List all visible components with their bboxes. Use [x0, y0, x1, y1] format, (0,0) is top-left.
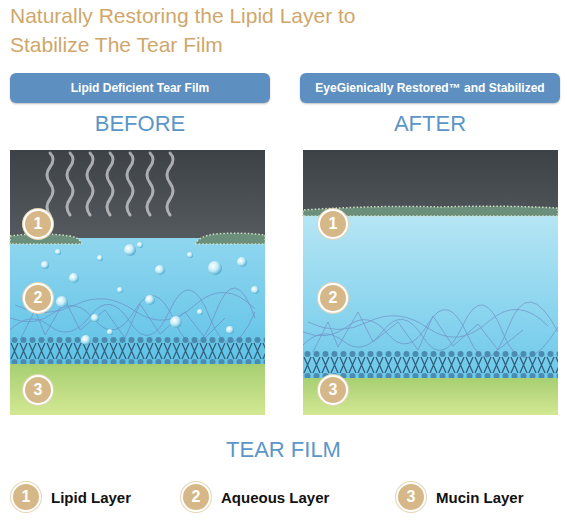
after-panel [303, 150, 558, 415]
key-circle: 2Aqueous Layer [181, 482, 211, 512]
layer-name: Lipid Layer [51, 489, 131, 507]
panel-heading: AFTER [300, 111, 560, 137]
callout-circle: 2 [318, 283, 348, 313]
header-band: EyeGienically Restored™ and Stabilized [300, 73, 560, 103]
header-band: Lipid Deficient Tear Film [10, 73, 270, 103]
callout-circle: 2 [23, 283, 53, 313]
diagram-title: Naturally Restoring the Lipid Layer to S… [10, 1, 420, 59]
callout-number: 1 [329, 216, 338, 232]
band-text: Lipid Deficient Tear Film [71, 81, 209, 95]
callout-number: 2 [329, 290, 338, 306]
air-region [303, 150, 558, 415]
layer-name: Aqueous Layer [221, 489, 329, 507]
callout-number: 1 [34, 216, 43, 232]
mucin-membrane [10, 336, 265, 366]
aqueous-region [303, 214, 558, 380]
panel-heading: BEFORE [10, 111, 270, 137]
callout-number: 3 [329, 382, 338, 398]
callout-number: 3 [34, 382, 43, 398]
before-panel [10, 150, 265, 415]
callout-circle: 3 [23, 375, 53, 405]
callout-circle: 3 [318, 375, 348, 405]
mucin-membrane [303, 350, 558, 380]
tear-bubbles [41, 242, 259, 345]
section-heading: TEAR FILM [0, 437, 567, 463]
callout-number: 2 [34, 290, 43, 306]
callout-number: 2 [192, 489, 201, 505]
band-text: EyeGienically Restored™ and Stabilized [315, 81, 544, 95]
epithelium-region [10, 364, 265, 415]
layer-name: Mucin Layer [436, 489, 524, 507]
callout-circle: 1 [23, 209, 53, 239]
callout-number: 3 [407, 489, 416, 505]
callout-number: 1 [22, 489, 31, 505]
key-circle: 1Lipid Layer [11, 482, 41, 512]
lipid-patch [195, 233, 265, 244]
air-region [10, 150, 265, 415]
callout-circle: 1 [318, 209, 348, 239]
aqueous-region [10, 238, 265, 366]
evaporation-steam [47, 153, 173, 215]
key-circle: 3Mucin Layer [396, 482, 426, 512]
